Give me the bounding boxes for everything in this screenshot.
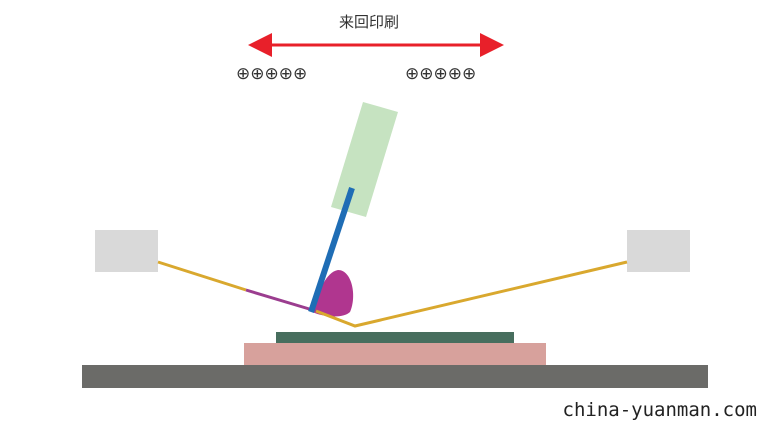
table bbox=[82, 365, 708, 388]
substrate bbox=[276, 332, 514, 343]
watermark-text: china-yuanman.com bbox=[563, 399, 757, 421]
charges-left: ⊕⊕⊕⊕⊕ bbox=[236, 64, 307, 84]
double-headed-arrow-icon bbox=[248, 33, 504, 57]
frame-block-left bbox=[95, 230, 158, 272]
ink-film bbox=[245, 288, 317, 313]
squeegee-blade bbox=[308, 187, 355, 313]
screen-wire-right bbox=[315, 260, 628, 328]
pad bbox=[244, 343, 546, 365]
ink-drop bbox=[312, 270, 354, 317]
diagram-title: 来回印刷 bbox=[339, 13, 399, 31]
charges-right: ⊕⊕⊕⊕⊕ bbox=[405, 64, 476, 84]
frame-block-right bbox=[627, 230, 690, 272]
squeegee-holder bbox=[331, 102, 398, 217]
screen-wire-left bbox=[157, 260, 247, 292]
